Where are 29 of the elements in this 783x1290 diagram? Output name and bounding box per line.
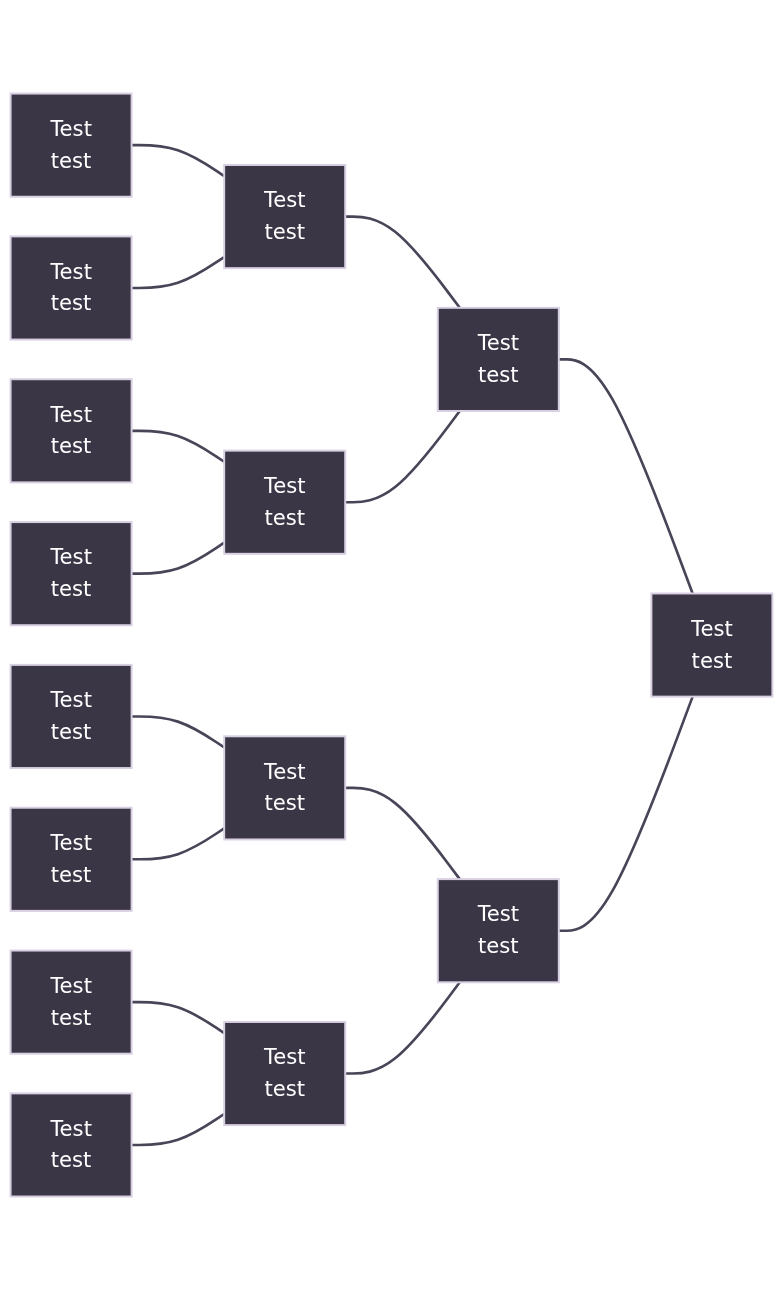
connector (131, 715, 225, 749)
connector (345, 410, 461, 504)
node-box: Test test (9, 92, 133, 198)
connector (131, 255, 225, 290)
connector (558, 358, 694, 594)
node-box: Test test (223, 449, 347, 555)
node-box: Test test (650, 592, 774, 698)
connector (345, 981, 461, 1075)
node-box: Test test (9, 378, 133, 484)
connector (345, 215, 461, 309)
node-box: Test test (9, 521, 133, 627)
node-box: Test test (9, 806, 133, 912)
node-box: Test test (436, 306, 560, 412)
connector (131, 541, 225, 575)
connector (558, 696, 694, 932)
node-box: Test test (223, 735, 347, 841)
node-box: Test test (9, 1092, 133, 1198)
connector (131, 143, 225, 178)
connector (131, 827, 225, 861)
connector (131, 1112, 225, 1147)
node-box: Test test (223, 163, 347, 270)
connector (345, 786, 461, 880)
connector (131, 429, 225, 463)
node-box: Test test (9, 235, 133, 341)
node-box: Test test (9, 663, 133, 769)
connector (131, 1000, 225, 1035)
node-box: Test test (223, 1020, 347, 1127)
node-box: Test test (9, 949, 133, 1055)
node-box: Test test (436, 878, 560, 984)
